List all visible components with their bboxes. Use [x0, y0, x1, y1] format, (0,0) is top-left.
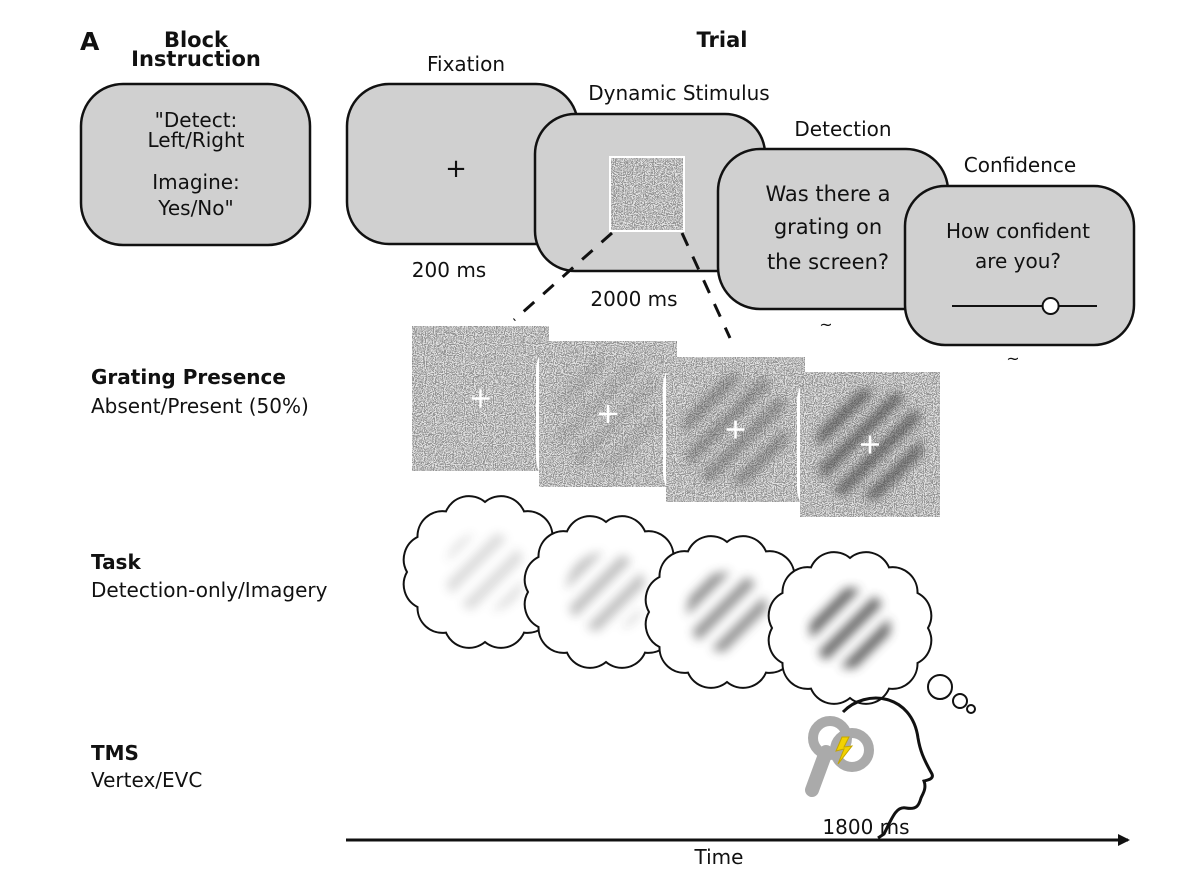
row-title-grating-presence: Grating Presence — [91, 365, 286, 389]
fixation-title: Fixation — [427, 52, 505, 76]
block-instruction-heading-line2: Instruction — [131, 47, 261, 71]
dynamic-stimulus-title: Dynamic Stimulus — [588, 81, 769, 105]
trial-heading: Trial — [697, 28, 748, 52]
fixation-duration: 200 ms — [412, 258, 486, 282]
tms-time-label: 1800 ms — [822, 815, 909, 839]
confidence-slider-knob — [1041, 297, 1060, 315]
grating-frame — [663, 354, 808, 505]
thought-bubble-large — [927, 674, 953, 700]
block-instruction-line: Left/Right — [147, 128, 244, 152]
grating-frame — [409, 323, 552, 474]
block-instruction-heading-line1: Block — [164, 28, 229, 52]
dynamic-stimulus-duration: 2000 ms — [590, 287, 677, 311]
grating-frame — [797, 369, 943, 520]
imagery-cloud — [767, 551, 933, 705]
lightning-bolt-icon — [835, 736, 854, 765]
detection-question-line: Was there a — [765, 182, 890, 206]
block-instruction-panel — [79, 82, 312, 247]
block-instruction-line: Imagine: — [152, 170, 240, 194]
detection-duration: ~ — [819, 315, 832, 334]
noise-patch-texture — [611, 158, 683, 230]
imagery-cloud — [644, 535, 810, 689]
detection-question-line: the screen? — [767, 250, 889, 274]
panel-letter: A — [80, 27, 100, 56]
imagery-clouds — [402, 495, 933, 705]
row-title-task: Task — [91, 550, 141, 574]
confidence-question-line: How confident — [946, 219, 1090, 243]
block-instruction-line: "Detect: — [155, 108, 238, 132]
grating-frames — [409, 323, 943, 520]
time-axis-label: Time — [694, 845, 744, 869]
grating-frame — [536, 338, 680, 490]
detection-question-line: grating on — [774, 215, 882, 239]
thought-bubble-small — [966, 704, 976, 714]
confidence-duration: ~ — [1006, 349, 1019, 368]
thought-bubble-medium — [952, 693, 968, 709]
row-subtitle-tms: Vertex/EVC — [91, 768, 202, 792]
zoom-line-right — [680, 232, 732, 339]
row-subtitle-task: Detection-only/Imagery — [91, 578, 328, 602]
zoom-line-left — [513, 231, 613, 322]
confidence-question-line: are you? — [975, 249, 1061, 273]
row-title-tms: TMS — [91, 741, 139, 765]
block-instruction-line: Yes/No" — [157, 196, 233, 220]
detection-title: Detection — [794, 117, 891, 141]
tms-coil-icon — [805, 716, 874, 797]
head-outline-icon — [841, 696, 934, 840]
confidence-title: Confidence — [964, 153, 1076, 177]
row-subtitle-grating-presence: Absent/Present (50%) — [91, 394, 309, 418]
fixation-cross: + — [445, 154, 467, 184]
